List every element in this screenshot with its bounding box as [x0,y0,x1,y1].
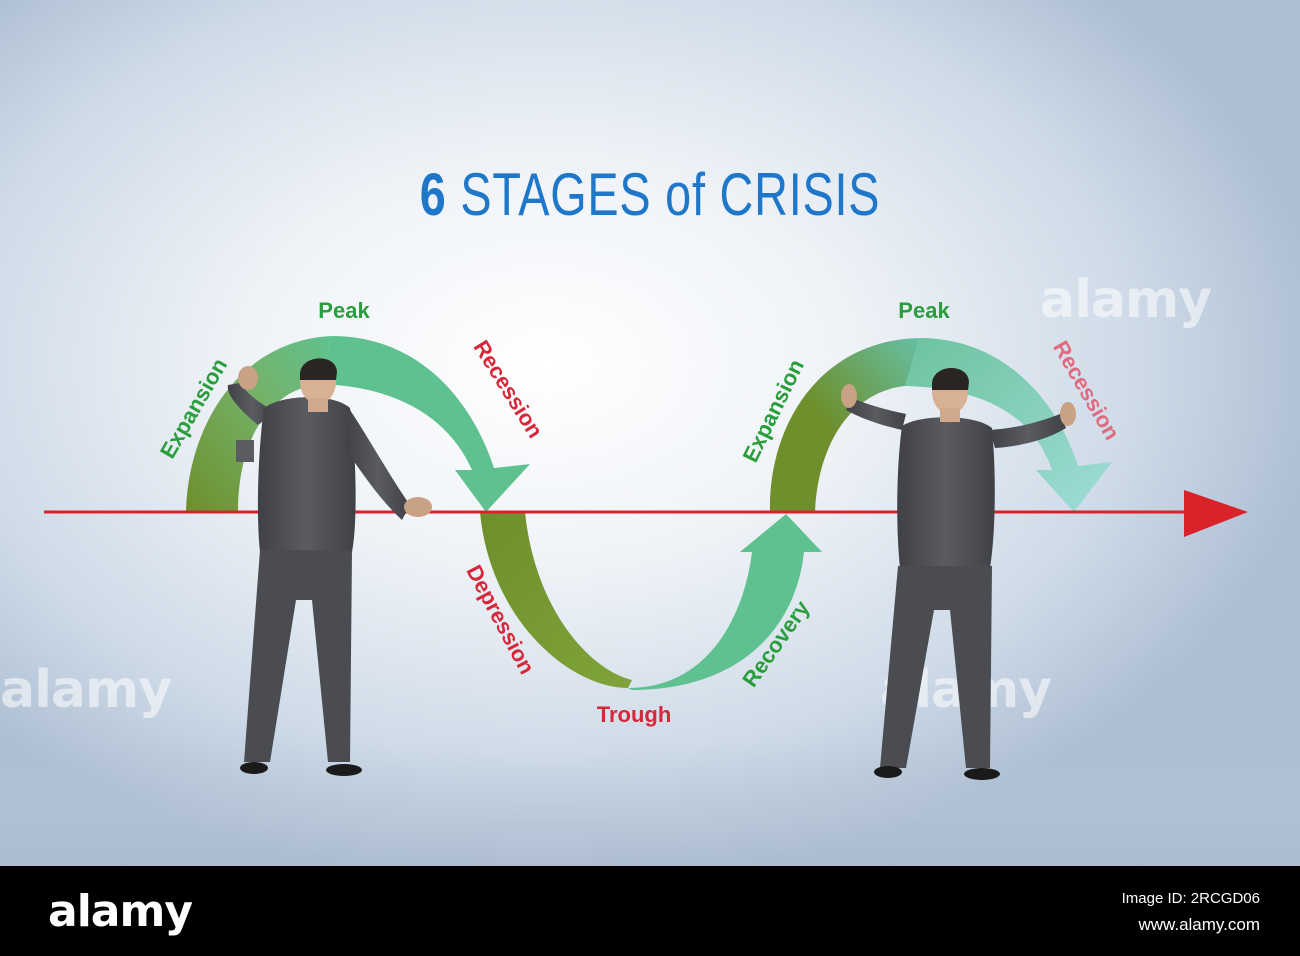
recession-arrow [318,336,530,512]
floor-shadow [0,740,1300,866]
title-text: STAGES of CRISIS [460,161,881,228]
businessman-left [227,358,432,776]
axis-arrowhead [1184,490,1248,537]
footer-bar: alamy Image ID: 2RCGD06 www.alamy.com [0,866,1300,956]
label-recession-1: Recession [469,336,549,443]
image-info: Image ID: 2RCGD06 www.alamy.com [1122,886,1260,938]
crisis-cycle-diagram: Expansion Peak Recession Depression Trou… [44,298,1248,780]
watermark: alamy [0,660,172,720]
image-id: Image ID: 2RCGD06 [1121,890,1260,907]
businessman-right [841,367,1076,780]
brand-logo: alamy [48,886,193,937]
label-trough: Trough [597,702,672,727]
title-number: 6 [419,161,447,228]
watermark: alamy [1040,270,1212,330]
depression-arc [480,512,632,688]
expansion-arc-2 [769,338,920,512]
page-title: 6 STAGES of CRISIS [143,160,1157,229]
label-peak-2: Peak [898,298,950,323]
site-url[interactable]: www.alamy.com [1138,915,1260,934]
recovery-arrow [628,514,822,690]
label-peak-1: Peak [318,298,370,323]
